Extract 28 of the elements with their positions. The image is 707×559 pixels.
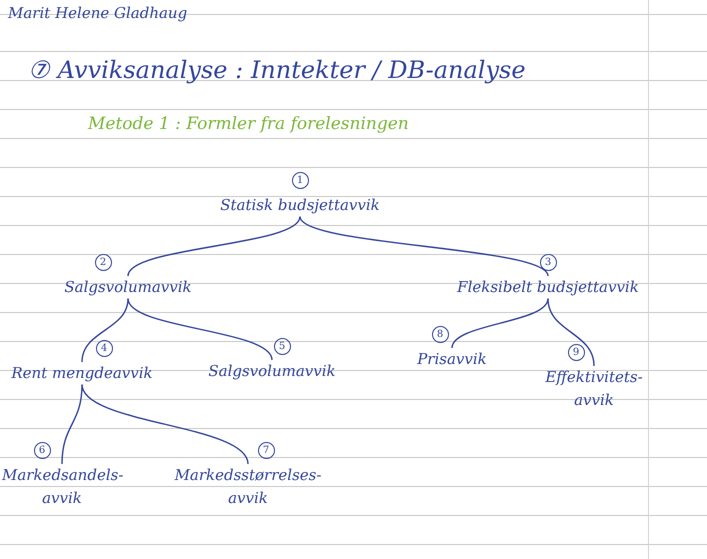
circled-number: 3 <box>540 254 556 271</box>
circled-number: 7 <box>258 442 274 459</box>
tree-connector <box>81 298 129 362</box>
tree-connector <box>127 298 273 360</box>
circled-number: 2 <box>94 254 112 271</box>
variance-label: Markedsandels- avvik <box>2 464 122 509</box>
circled-number: 4 <box>96 340 112 357</box>
tree-connector <box>127 216 301 276</box>
circled-number: 9 <box>568 344 584 361</box>
variance-label: Rent mengdeavvik <box>7 362 157 384</box>
variance-label: Salgsvolumavvik <box>202 360 342 382</box>
variance-label: Prisavvik <box>402 348 502 370</box>
circled-number: 6 <box>34 442 50 459</box>
variance-label: Effektivitets- avvik <box>539 366 649 411</box>
variance-label: Statisk budsjettavvik <box>200 194 400 216</box>
circled-number: 1 <box>292 172 308 189</box>
tree-connector <box>547 298 595 366</box>
variance-label: Salgsvolumavvik <box>53 276 203 298</box>
tree-connector <box>81 384 249 464</box>
tree-connector <box>61 384 83 464</box>
method-subtitle: Metode 1 : Formler fra forelesningen <box>88 114 409 134</box>
variance-label: Fleksibelt budsjettavvik <box>443 276 653 298</box>
page-title: ⑦ Avviksanalyse : Inntekter / DB-analyse <box>28 56 526 84</box>
circled-number: 8 <box>432 326 448 343</box>
circled-number: 5 <box>274 338 290 355</box>
author-name: Marit Helene Gladhaug <box>8 4 188 22</box>
tree-connector <box>299 216 549 276</box>
variance-label: Markedsstørrelses- avvik <box>168 464 328 509</box>
